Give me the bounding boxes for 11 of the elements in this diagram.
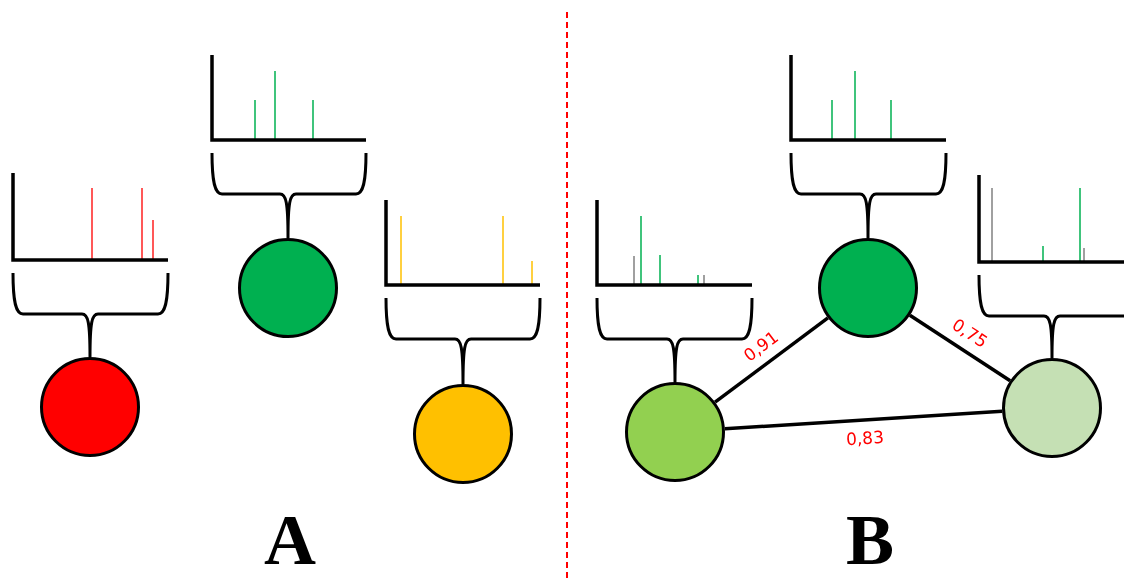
circle-node xyxy=(413,384,513,484)
circle-node xyxy=(238,238,338,338)
circle-node xyxy=(818,238,918,338)
connector-line xyxy=(714,316,829,404)
panel-label: B xyxy=(846,504,895,576)
circle-node xyxy=(1002,358,1102,458)
connector-line xyxy=(908,313,1012,383)
circle-node xyxy=(40,357,140,457)
circle-node xyxy=(625,382,725,482)
panel-label: A xyxy=(264,504,316,576)
connector-line xyxy=(724,409,1003,431)
